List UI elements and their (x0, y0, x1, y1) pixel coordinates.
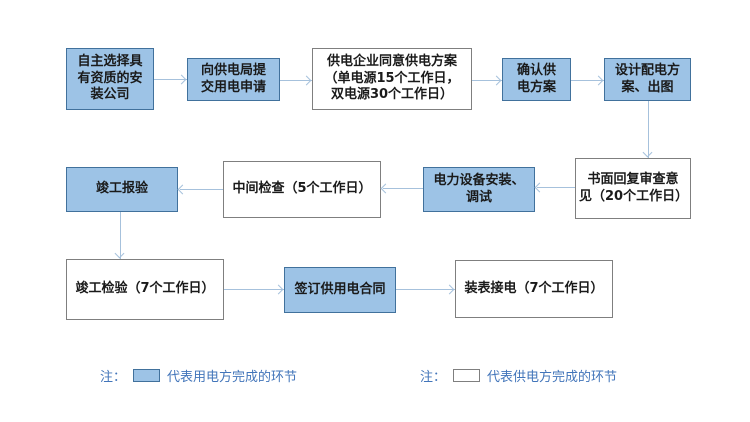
arrow-left-icon (534, 182, 545, 193)
flow-step-submit-application: 向供电局提 交用电申请 (187, 58, 280, 101)
legend-supplier-label: 代表供电方完成的环节 (487, 370, 618, 385)
legend-consumer-note: 注： (100, 370, 127, 385)
arrow-down-icon (642, 147, 653, 158)
legend-supplier-note: 注： (420, 370, 447, 385)
legend-consumer: 注： 代表用电方完成的环节 (100, 366, 297, 385)
arrow-right-icon (273, 284, 284, 295)
arrow-left-icon (380, 183, 391, 194)
legend-supplier-swatch (453, 369, 481, 382)
arrow-left-icon (177, 184, 188, 195)
arrow-right-icon (593, 75, 604, 86)
flow-step-interim-inspection: 中间检查（5个工作日） (223, 161, 381, 218)
flow-step-choose-installer: 自主选择具 有资质的安 装公司 (66, 48, 154, 110)
flow-step-written-review-reply: 书面回复审查意 见（20个工作日） (575, 158, 691, 219)
flow-step-completion-report: 竣工报验 (66, 167, 178, 212)
flow-step-meter-connection: 装表接电（7个工作日） (455, 260, 613, 318)
legend-consumer-swatch (133, 369, 161, 382)
legend-supplier: 注： 代表供电方完成的环节 (420, 366, 617, 385)
legend-consumer-label: 代表用电方完成的环节 (167, 370, 298, 385)
flow-step-confirm-plan: 确认供 电方案 (502, 58, 571, 101)
flow-step-completion-inspection: 竣工检验（7个工作日） (66, 259, 224, 320)
flow-step-equipment-install: 电力设备安装、 调试 (423, 167, 535, 212)
arrow-right-icon (444, 284, 455, 295)
arrow-right-icon (176, 74, 187, 85)
flow-step-design-distribution: 设计配电方 案、出图 (604, 58, 691, 101)
arrow-right-icon (491, 75, 502, 86)
arrow-down-icon (114, 248, 125, 259)
flow-step-supplier-approve-plan: 供电企业同意供电方案 （单电源15个工作日， 双电源30个工作日） (312, 48, 472, 110)
flow-step-sign-contract: 签订供用电合同 (284, 267, 396, 313)
arrow-right-icon (301, 75, 312, 86)
